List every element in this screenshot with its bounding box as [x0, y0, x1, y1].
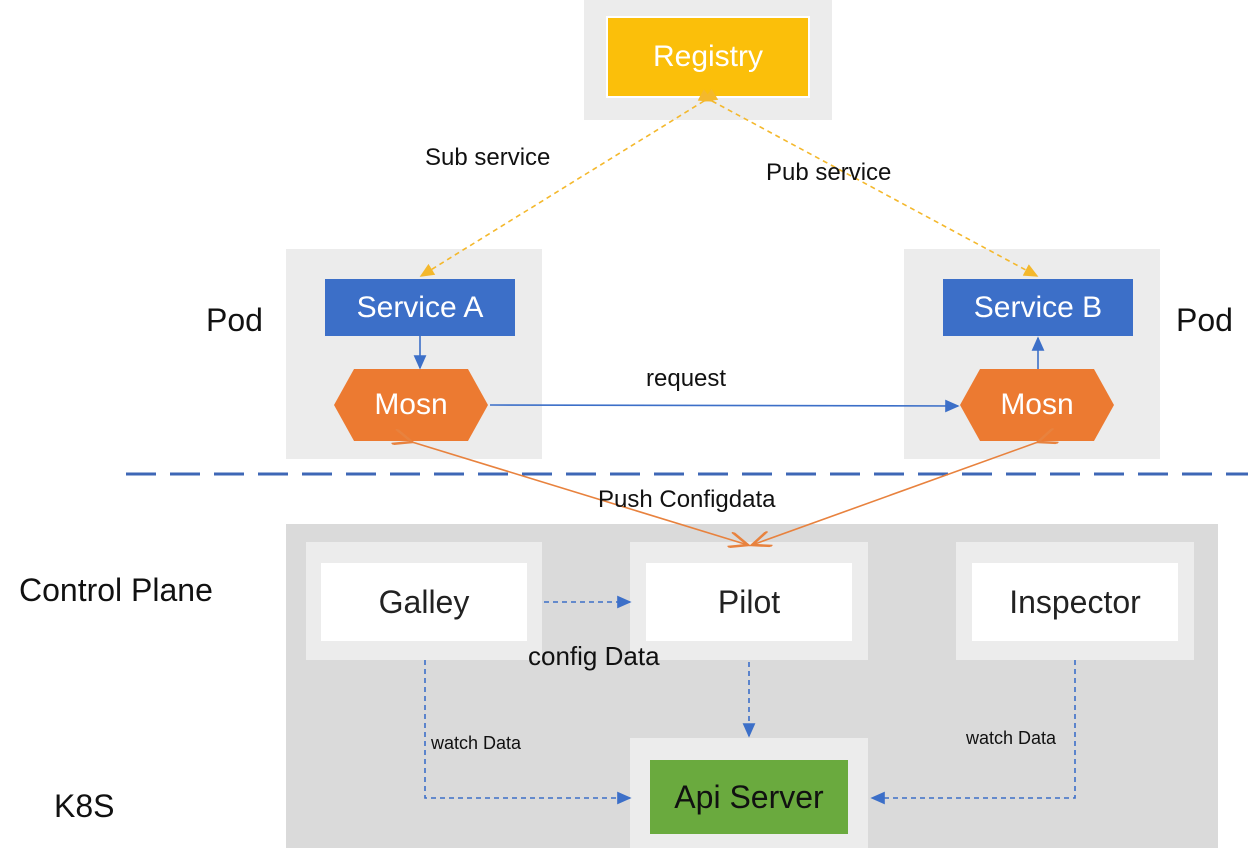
push-configdata-label: Push Configdata	[598, 486, 776, 513]
service-a-node[interactable]: Service A	[325, 279, 515, 336]
watch-data-right-label: watch Data	[966, 728, 1057, 748]
galley-node[interactable]: Galley	[321, 563, 527, 641]
sub-service-label: Sub service	[425, 144, 551, 171]
request-label: request	[646, 365, 727, 392]
request-arrow	[489, 399, 960, 413]
mosn-right-node[interactable]: Mosn	[960, 369, 1114, 441]
pod-label-left: Pod	[206, 302, 263, 338]
pilot-node[interactable]: Pilot	[646, 563, 852, 641]
api-server-node[interactable]: Api Server	[650, 760, 848, 834]
inspector-node[interactable]: Inspector	[972, 563, 1178, 641]
control-plane-label: Control Plane	[19, 572, 213, 608]
config-data-label: config Data	[528, 641, 660, 671]
pod-label-right: Pod	[1176, 302, 1233, 338]
mosn-left-node[interactable]: Mosn	[334, 369, 488, 441]
k8s-label: K8S	[54, 788, 115, 824]
pub-service-label: Pub service	[766, 159, 892, 186]
registry-node[interactable]: Registry	[606, 16, 810, 98]
service-b-node[interactable]: Service B	[943, 279, 1133, 336]
watch-data-left-label: watch Data	[431, 733, 522, 753]
